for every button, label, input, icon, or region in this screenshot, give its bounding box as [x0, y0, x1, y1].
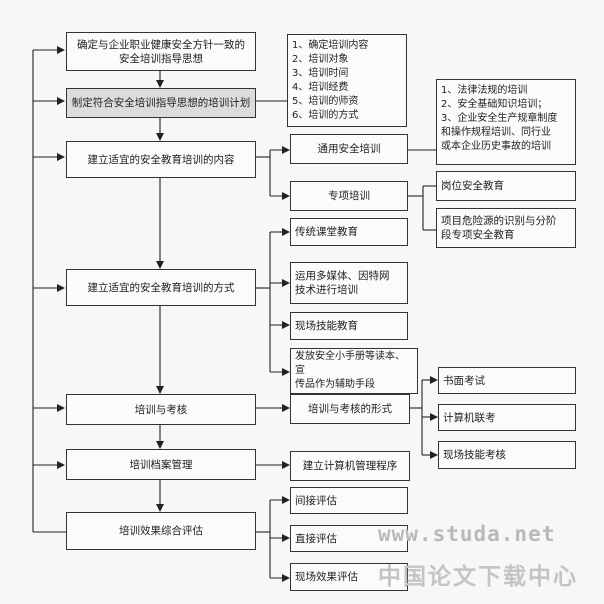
post-safety-education: 岗位安全教育: [436, 171, 576, 201]
step-archive-management: 培训档案管理: [66, 449, 256, 480]
general-training-detail: 1、法律法规的培训 2、安全基础知识培训； 3、企业安全生产规章制度 和操作规程…: [436, 79, 576, 165]
method-classroom: 传统课堂教育: [290, 218, 408, 246]
method-onsite-skills: 现场技能教育: [290, 312, 408, 340]
step-training-methods: 建立适宜的安全教育培训的方式: [66, 269, 256, 306]
step-guiding-ideology: 确定与企业职业健康安全方针一致的 安全培训指导思想: [66, 32, 256, 71]
eval-indirect: 间接评估: [290, 487, 408, 514]
exam-onsite-skills: 现场技能考核: [438, 441, 576, 469]
special-training: 专项培训: [290, 181, 408, 211]
step-training-content: 建立适宜的安全教育培训的内容: [66, 141, 256, 178]
eval-direct: 直接评估: [290, 525, 408, 552]
method-multimedia: 运用多媒体、因特网 技术进行培训: [290, 262, 408, 304]
step-training-plan: 制定符合安全培训指导思想的培训计划: [66, 88, 256, 118]
hazard-identification-education: 项目危险源的识别与分阶 段专项安全教育: [436, 208, 576, 248]
exam-computer: 计算机联考: [438, 404, 576, 431]
exam-forms: 培训与考核的形式: [290, 394, 410, 424]
exam-written: 书面考试: [438, 367, 576, 394]
step-effect-evaluation: 培训效果综合评估: [66, 512, 256, 550]
general-safety-training: 通用安全培训: [290, 134, 408, 164]
step-training-exam: 培训与考核: [66, 394, 256, 425]
eval-onsite-effect: 现场效果评估: [290, 563, 408, 591]
plan-items-list: 1、确定培训内容 2、培训对象 3、培训时间 4、培训经费 5、培训的师资 6、…: [287, 34, 407, 127]
watermark-site-name: 中国论文下载中心: [378, 564, 578, 590]
watermark-url: www.studa.net: [378, 522, 556, 546]
method-handbooks: 发放安全小手册等读本、宣 传品作为辅助手段: [290, 348, 418, 394]
computer-management-program: 建立计算机管理程序: [290, 451, 410, 481]
